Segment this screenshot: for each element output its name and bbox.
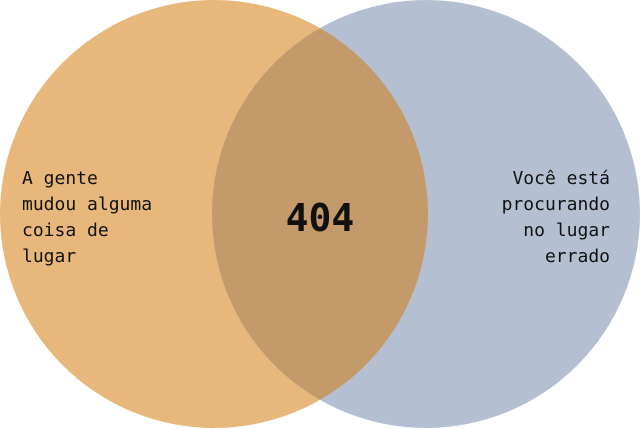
left-set-label: A gente mudou alguma coisa de lugar: [22, 168, 153, 267]
intersection-label: 404: [285, 196, 355, 240]
right-set-label: Você está procurando no lugar errado: [501, 168, 610, 267]
intersection-region: [212, 0, 428, 428]
